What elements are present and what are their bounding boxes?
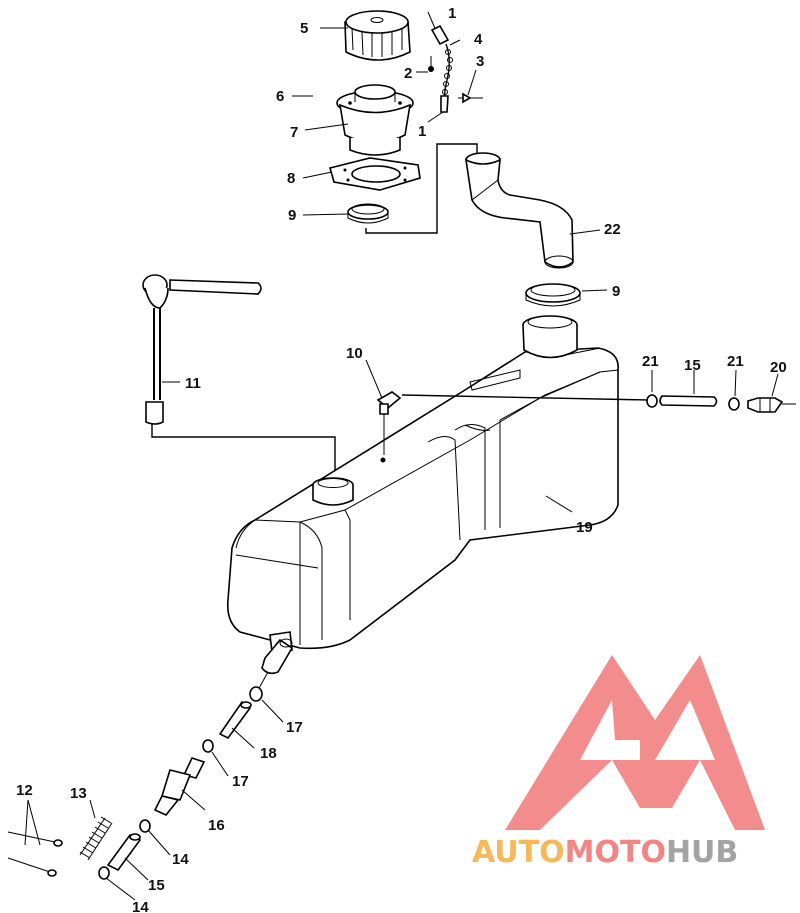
spring <box>79 816 113 861</box>
callout-10: 10 <box>346 345 363 362</box>
watermark-moto: MOTO <box>565 835 666 870</box>
fuel-tank <box>226 315 619 653</box>
callout-12: 12 <box>16 782 33 799</box>
leader-hose-link <box>365 143 478 234</box>
callout-9-upper: 9 <box>288 207 296 224</box>
callout-13: 13 <box>70 785 87 802</box>
outlet-hose-15 <box>106 833 142 872</box>
watermark-hub: HUB <box>666 835 738 870</box>
callout-8: 8 <box>287 170 295 187</box>
callout-9-lower: 9 <box>612 283 620 300</box>
ring-clamp-lower <box>525 283 581 307</box>
ring-clamp-upper <box>347 203 389 224</box>
callout-21-left: 21 <box>642 353 659 370</box>
cable-ties <box>7 799 63 877</box>
vent-hose <box>659 395 718 407</box>
inline-filter-16 <box>153 757 206 816</box>
fuel-sender <box>142 274 336 470</box>
outlet-elbow <box>261 638 294 675</box>
callout-numbers: 1 1 2 3 4 5 6 7 8 9 9 10 11 12 13 14 14 … <box>16 5 787 913</box>
watermark-auto: AUTO <box>472 835 565 870</box>
vent-washer-right <box>728 397 740 411</box>
callout-3: 3 <box>476 53 484 70</box>
fuel-cap <box>344 10 411 61</box>
callout-17-lower: 17 <box>232 773 249 790</box>
callout-11: 11 <box>185 375 201 392</box>
outlet-washer-17b <box>202 739 214 753</box>
vent-valve <box>747 397 796 413</box>
callout-5: 5 <box>300 20 308 37</box>
callout-19: 19 <box>576 519 593 536</box>
callout-20: 20 <box>770 359 787 376</box>
outlet-washer-14b <box>98 866 110 880</box>
callout-21-right: 21 <box>727 353 744 370</box>
callout-14-lower: 14 <box>132 899 149 913</box>
gasket <box>329 157 421 191</box>
vent-fitting <box>376 391 402 455</box>
watermark-text: AUTOMOTOHUB <box>472 835 738 870</box>
callout-22: 22 <box>604 221 621 238</box>
filler-hose <box>464 152 574 269</box>
vent-washer-left <box>646 394 658 408</box>
callout-15-outlet: 15 <box>148 877 165 894</box>
callout-1-bottom: 1 <box>418 123 426 140</box>
callout-14-upper: 14 <box>172 851 189 868</box>
callout-16: 16 <box>208 817 225 834</box>
callout-15-vent: 15 <box>684 357 701 374</box>
vent-line <box>401 394 649 401</box>
outlet-hose-18 <box>218 700 252 740</box>
outlet-leader <box>257 671 269 691</box>
callout-18: 18 <box>260 745 277 762</box>
outlet-washer-14a <box>139 819 151 833</box>
filler-neck <box>336 84 414 156</box>
callout-4: 4 <box>474 31 483 48</box>
callout-1-top: 1 <box>448 5 456 22</box>
outlet-washer-17a <box>249 686 263 702</box>
callout-17-upper: 17 <box>286 719 303 736</box>
svg-text:AUTOMOTOHUB: AUTOMOTOHUB <box>472 835 738 870</box>
callout-6: 6 <box>276 88 284 105</box>
callout-2: 2 <box>404 65 412 82</box>
watermark-logo-mark <box>505 655 765 830</box>
tether-chain <box>427 11 483 113</box>
callout-7: 7 <box>290 124 298 141</box>
leader-lines <box>89 27 779 901</box>
